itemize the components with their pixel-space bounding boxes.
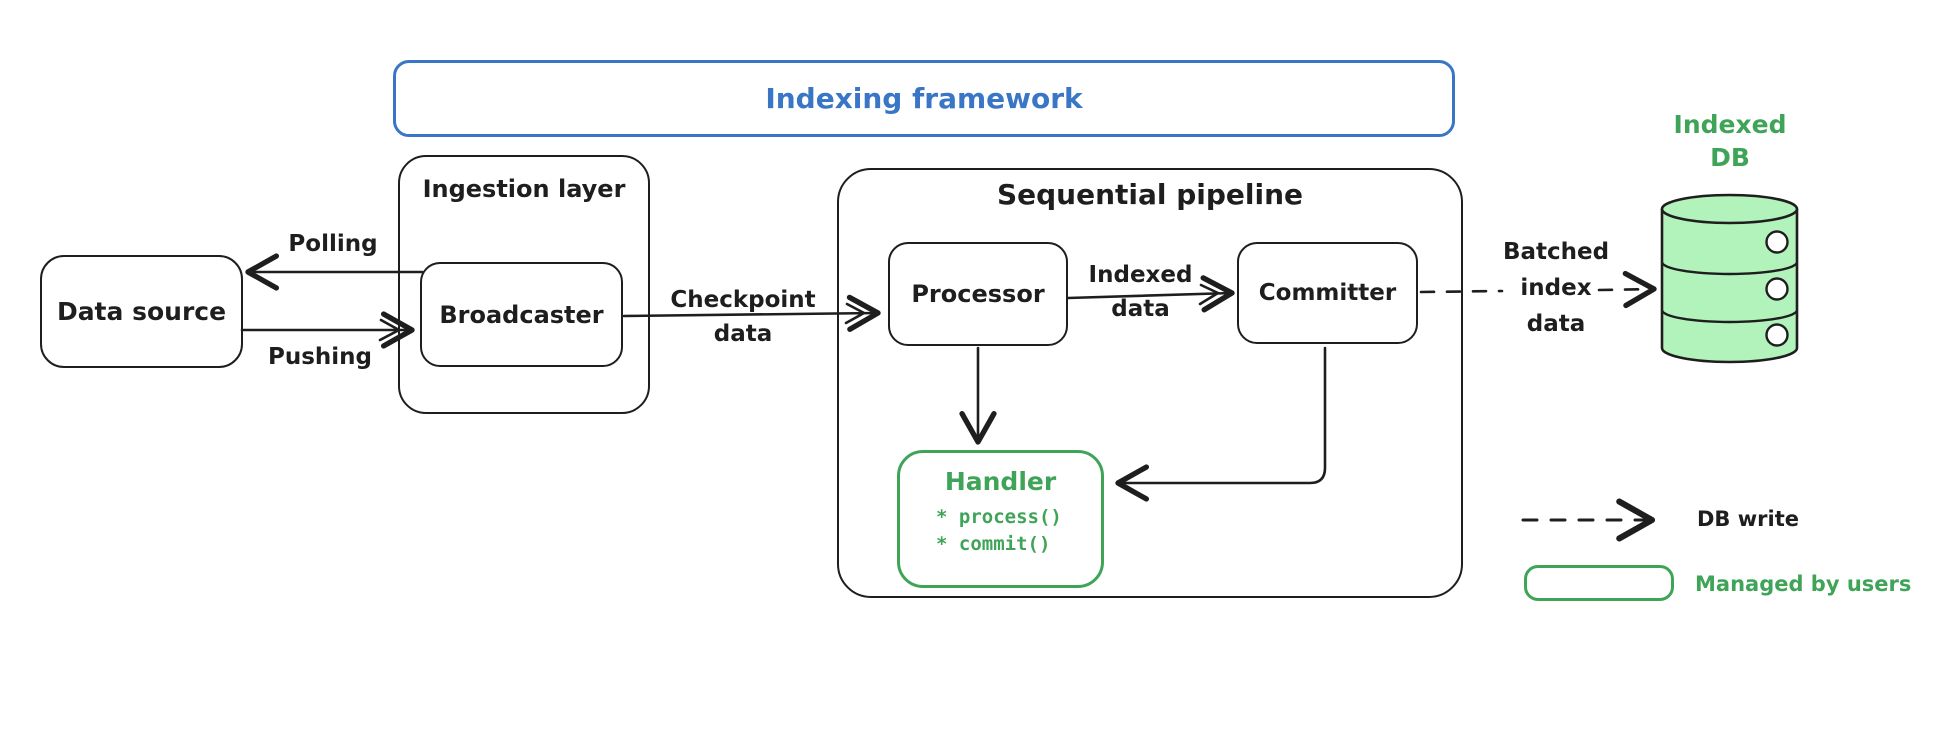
broadcaster-label: Broadcaster xyxy=(439,300,604,329)
batched-index-dashed-arrow xyxy=(1597,270,1657,309)
handler-method-process: * process() xyxy=(936,506,1062,528)
batched-index-data-label: Batched index data xyxy=(1502,239,1610,337)
legend-managed-by-users-label: Managed by users xyxy=(1695,572,1912,596)
legend-db-write-label: DB write xyxy=(1697,507,1799,531)
indexed-data-arrow-chevron xyxy=(1198,283,1220,306)
committer-to-handler-arrow xyxy=(1115,346,1327,502)
checkpoint-arrow-chevron xyxy=(844,302,866,325)
handler-box: Handler * process() * commit() xyxy=(897,450,1104,588)
indexed-data-arrow xyxy=(1066,275,1235,313)
checkpoint-data-label: Checkpoint data xyxy=(670,287,816,347)
handler-method-commit: * commit() xyxy=(936,533,1051,555)
broadcaster-box: Broadcaster xyxy=(420,262,623,367)
handler-methods: * process() * commit() xyxy=(900,504,1062,558)
checkpoint-arrow xyxy=(622,294,881,332)
data-source-box: Data source xyxy=(40,255,243,368)
indexed-data-label: Indexed data xyxy=(1088,262,1193,322)
processor-box: Processor xyxy=(888,242,1068,346)
sequential-pipeline-title: Sequential pipeline xyxy=(996,178,1304,211)
handler-title: Handler xyxy=(944,467,1057,496)
legend-managed-swatch xyxy=(1524,565,1674,601)
indexing-framework-title: Indexing framework xyxy=(765,82,1083,115)
indexed-db-cylinder xyxy=(1660,193,1799,364)
indexing-framework-box: Indexing framework xyxy=(393,60,1455,137)
processor-label: Processor xyxy=(911,280,1045,308)
committer-box: Committer xyxy=(1237,242,1418,344)
ingestion-layer-title: Ingestion layer xyxy=(422,175,626,203)
batched-index-dashed-line-left xyxy=(1419,289,1504,294)
indexed-db-label: Indexed DB xyxy=(1673,110,1787,172)
pushing-label: Pushing xyxy=(267,344,373,370)
sequential-pipeline-box: Sequential pipeline xyxy=(837,168,1463,598)
polling-label: Polling xyxy=(288,231,378,257)
ingestion-layer-box: Ingestion layer xyxy=(398,155,650,414)
committer-label: Committer xyxy=(1258,280,1397,306)
data-source-label: Data source xyxy=(56,297,227,326)
